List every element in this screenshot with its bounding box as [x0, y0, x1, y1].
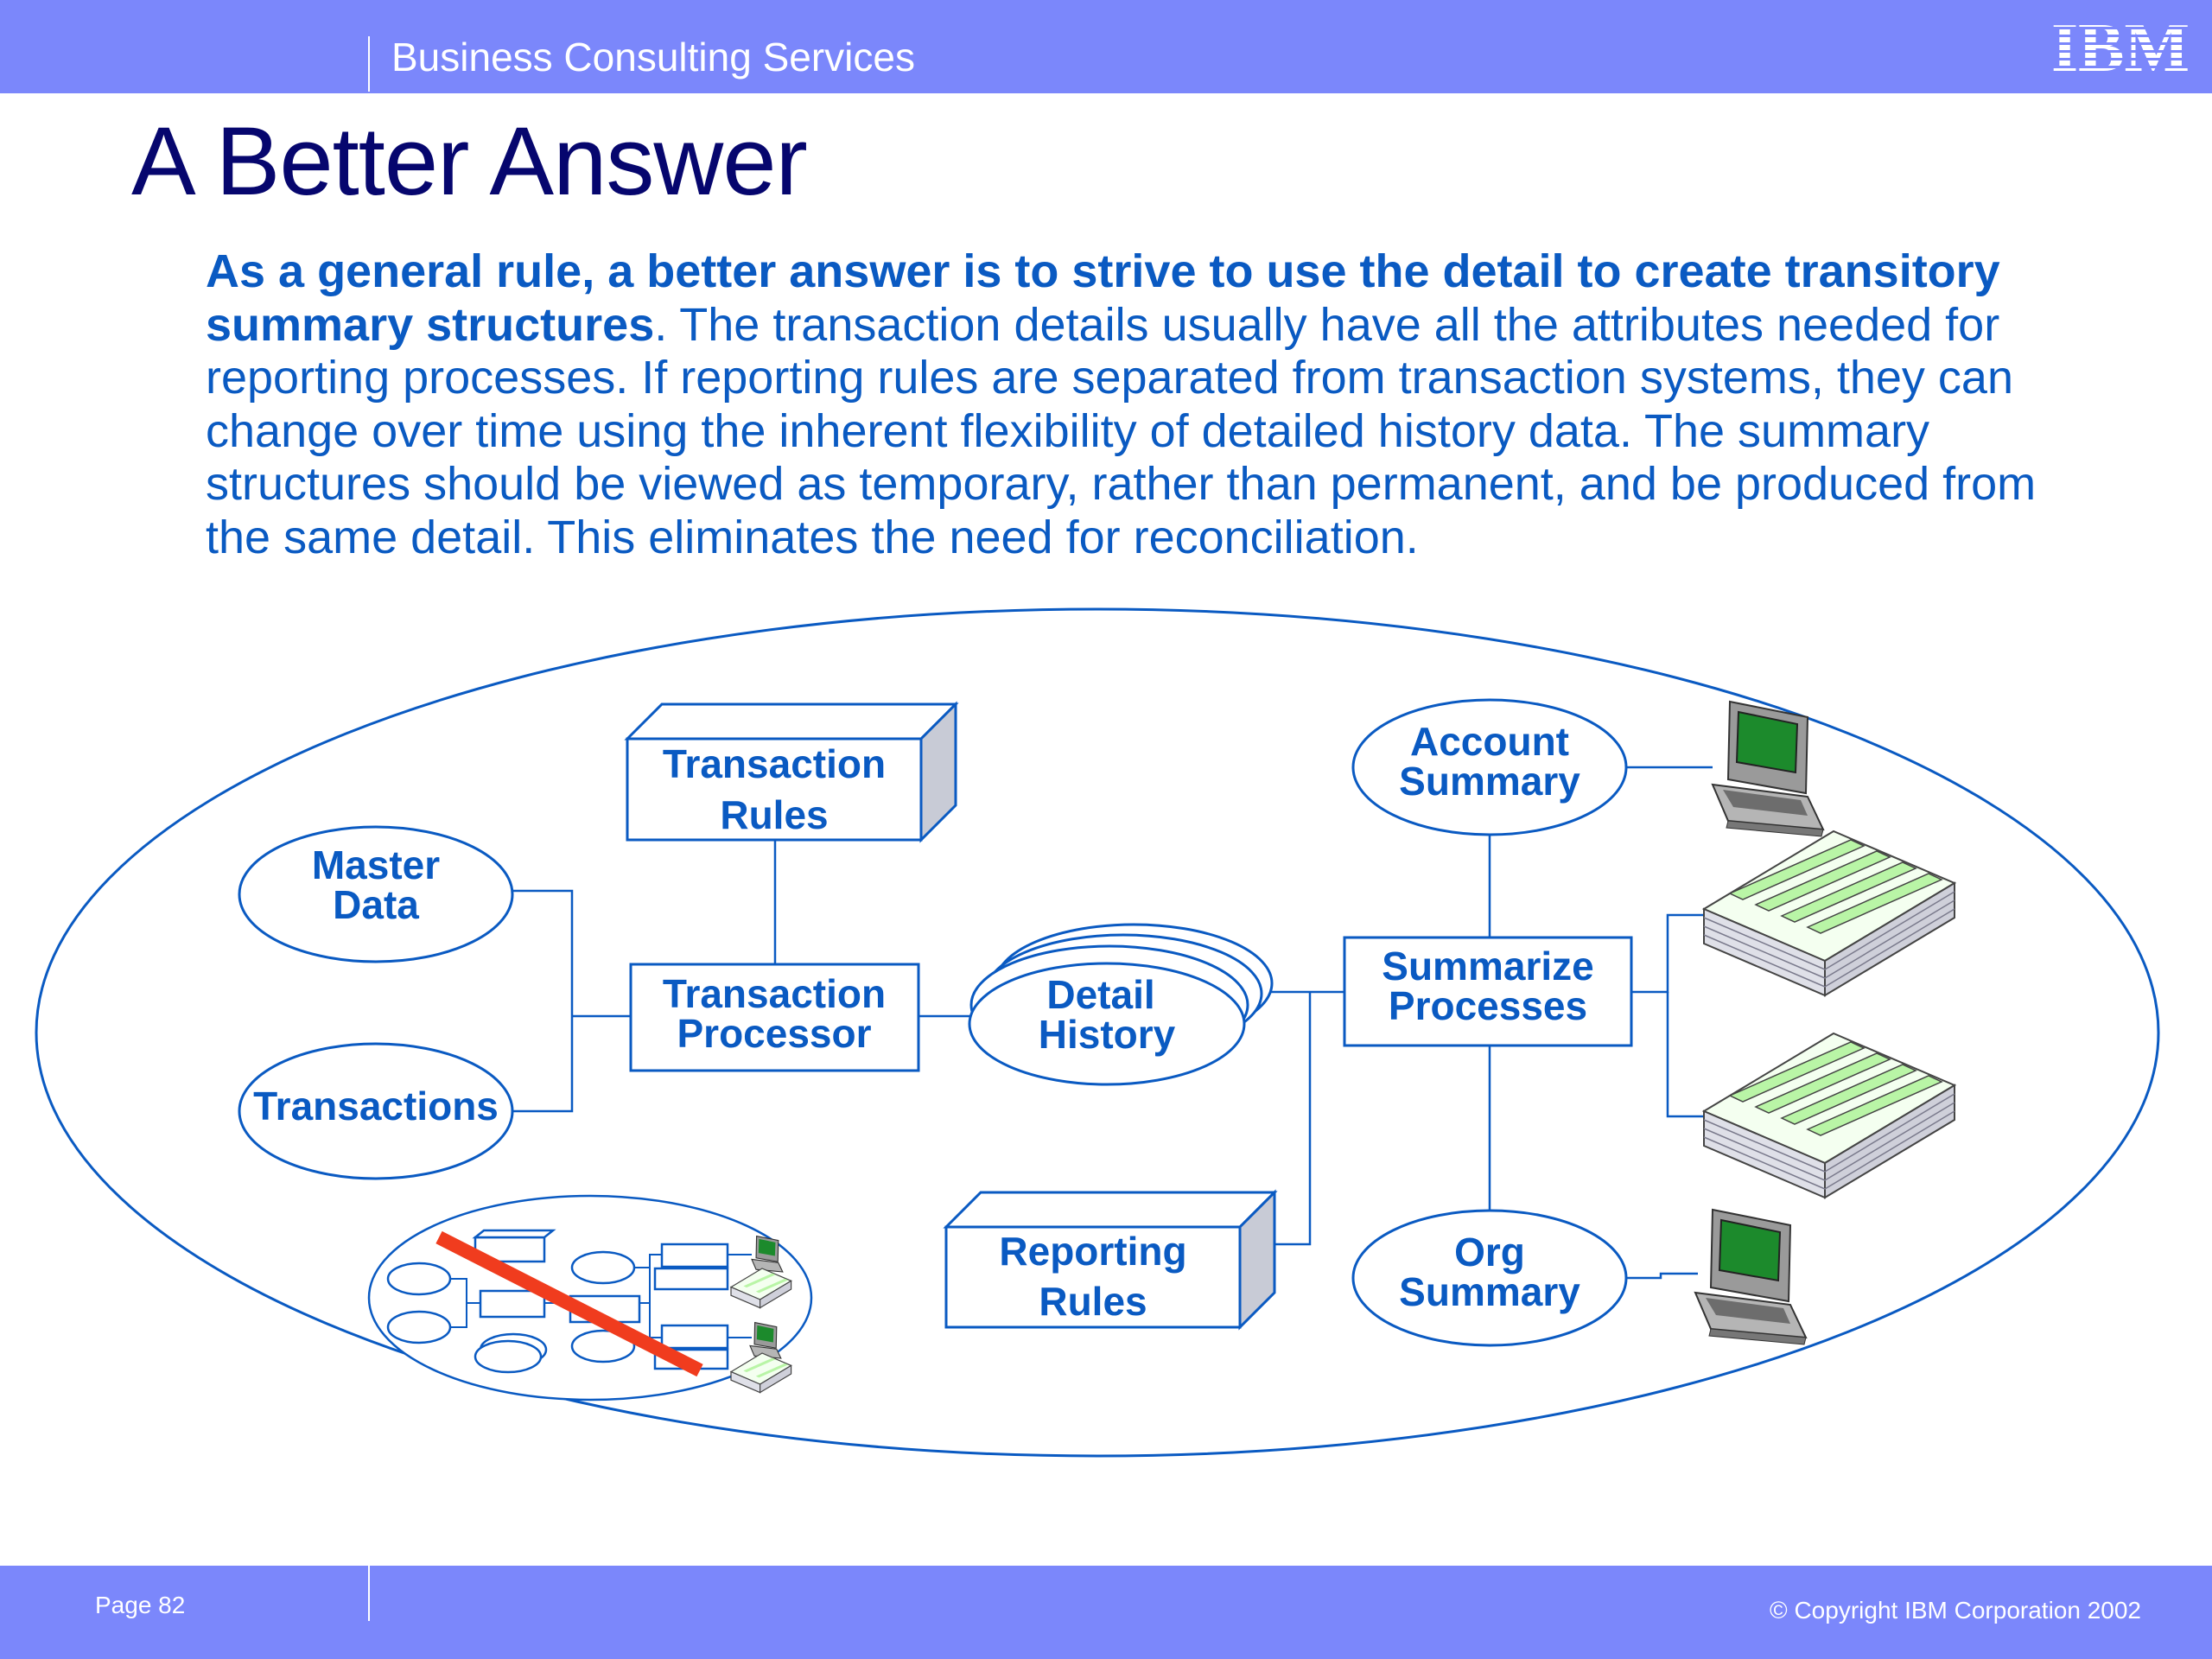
org-summary-label-1: Org — [1454, 1230, 1525, 1274]
transaction-rules-box — [624, 701, 959, 843]
footer-divider — [368, 1566, 370, 1621]
old-architecture-thumbnail — [367, 1194, 813, 1402]
account-summary-label-1: Account — [1410, 719, 1569, 764]
copyright-notice: © Copyright IBM Corporation 2002 — [1770, 1597, 2141, 1624]
reporting-rules-label-2: Rules — [1039, 1279, 1147, 1324]
computer-icon — [1711, 700, 1825, 837]
page-number: Page 82 — [95, 1592, 186, 1618]
reporting-rules-label-1: Reporting — [999, 1229, 1186, 1274]
transactions-node — [238, 1042, 514, 1180]
transaction-processor-label-1: Transaction — [663, 971, 886, 1016]
reporting-rules-box — [943, 1189, 1278, 1331]
intro-rest-text: . The transaction details usually have a… — [206, 298, 2037, 563]
strike-through-line — [435, 1230, 703, 1377]
transactions-label: Transactions — [253, 1084, 499, 1128]
master-data-label-1: Master — [312, 842, 440, 887]
connector-lines — [512, 766, 1713, 1280]
header-divider — [368, 36, 370, 92]
transaction-rules-label-1: Transaction — [663, 741, 886, 786]
transaction-processor-label-2: Processor — [677, 1011, 871, 1056]
section-title: Business Consulting Services — [391, 35, 915, 79]
summarize-processes-box — [1343, 936, 1633, 1047]
master-data-label-2: Data — [333, 882, 419, 927]
transaction-rules-label-2: Rules — [720, 792, 828, 837]
intro-paragraph: As a general rule, a better answer is to… — [206, 245, 2107, 564]
account-summary-node — [1351, 698, 1628, 836]
account-summary-label-2: Summary — [1399, 759, 1580, 804]
computer-icon — [1694, 1208, 1808, 1345]
summarize-processes-label-1: Summarize — [1382, 944, 1593, 988]
page-title: A Better Answer — [131, 107, 808, 215]
org-summary-label-2: Summary — [1399, 1269, 1580, 1314]
intro-bold-text: As a general rule, a better answer is to… — [206, 245, 2000, 351]
ibm-logo: IBM — [2051, 14, 2190, 76]
logo-text: IBM — [2051, 14, 2190, 76]
detail-history-label-2: History — [1039, 1012, 1176, 1057]
summarize-processes-label-2: Processes — [1389, 983, 1587, 1028]
master-data-node — [238, 825, 514, 963]
org-summary-node — [1351, 1209, 1628, 1347]
report-stack-icon — [1701, 830, 1957, 997]
detail-history-stack — [968, 923, 1274, 1086]
detail-history-label-1: Detail — [1046, 972, 1154, 1017]
system-boundary-ellipse — [35, 607, 2160, 1458]
transaction-processor-box — [629, 963, 920, 1072]
report-stack-icon — [1701, 1032, 1957, 1199]
